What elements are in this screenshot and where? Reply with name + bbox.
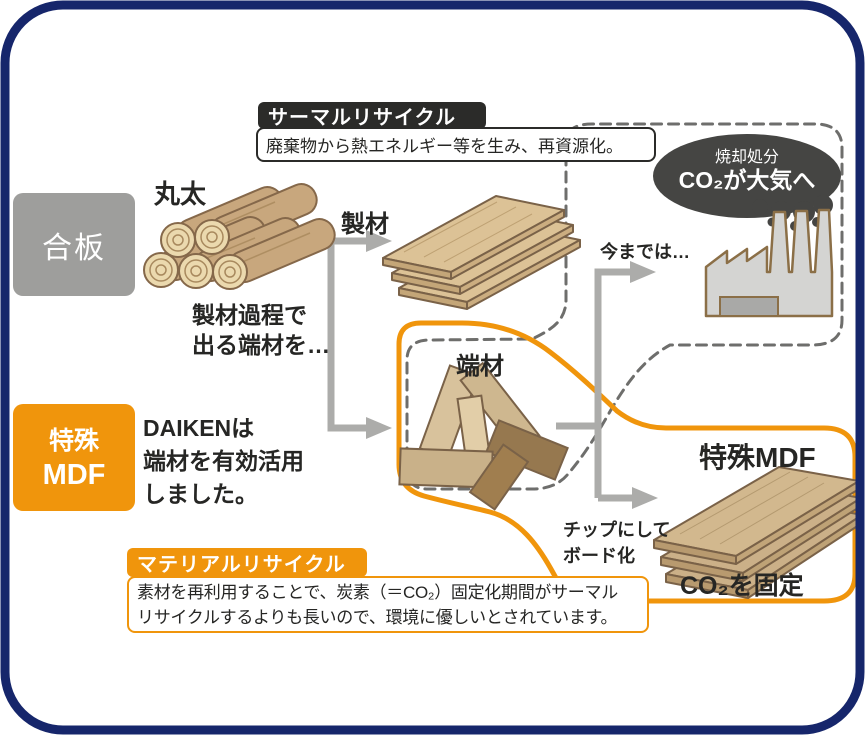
material-recycle-description: 素材を再利用することで、炭素（＝CO₂）固定化期間がサーマル リサイクルするより…: [127, 576, 649, 633]
chip-note-line1: チップにして: [563, 520, 671, 540]
thermal-recycle-title: サーマルリサイクル: [258, 102, 486, 129]
logs-illustration: [143, 183, 336, 290]
arrow-to-offcut: [366, 417, 392, 439]
daiken-note-line2: 端材を有効活用: [143, 448, 304, 474]
factory-door: [719, 296, 779, 317]
daiken-note: DAIKENは 端材を有効活用 しました。: [143, 412, 304, 511]
special-mdf-badge: 特殊 MDF: [13, 404, 135, 511]
process-note-line2: 出る端材を…: [192, 332, 330, 358]
until-now-label: 今までは…: [600, 242, 690, 262]
arrow-to-mdf: [632, 487, 658, 509]
material-desc-line2: リサイクルするよりも長いので、環境に優しいとされています。: [137, 607, 618, 627]
thermal-region-dashed-outline: [405, 122, 844, 491]
material-desc-line1: 素材を再利用することで、炭素（＝CO₂）固定化期間がサーマル: [137, 582, 618, 602]
incineration-line1: 焼却処分: [714, 149, 779, 166]
incineration-line2: CO₂が大気へ: [678, 167, 816, 193]
daiken-note-line3: しました。: [143, 481, 258, 507]
chip-note-line2: ボード化: [563, 546, 635, 566]
flow-arrows-right: [556, 261, 658, 509]
plywood-badge: 合板: [13, 193, 135, 296]
arrow-to-incineration: [630, 261, 656, 283]
incineration-cloud-text: 焼却処分 CO₂が大気へ: [652, 148, 842, 193]
thermal-desc-text: 廃棄物から熱エネルギー等を生み、再資源化。: [266, 137, 623, 156]
daiken-note-line1: DAIKENは: [143, 415, 255, 441]
thermal-recycle-description: 廃棄物から熱エネルギー等を生み、再資源化。: [256, 127, 656, 162]
material-recycle-title: マテリアルリサイクル: [127, 548, 367, 577]
log-label: 丸太: [154, 179, 207, 209]
offcuts-illustration: [398, 361, 569, 511]
lumber-illustration: [382, 195, 581, 310]
mdf-badge-line1: 特殊: [48, 426, 99, 455]
mdf-board-illustration: [653, 466, 863, 599]
chip-note: チップにして ボード化: [563, 517, 670, 569]
arrow-to-sawing: [366, 230, 392, 252]
offcut-label: 端材: [456, 353, 504, 380]
sawing-label: 製材: [341, 211, 389, 238]
process-note-line1: 製材過程で: [192, 302, 307, 328]
mdf-product-label: 特殊MDF: [699, 442, 816, 473]
co2-fixed-label: CO₂を固定: [680, 572, 804, 600]
factory-icon: [704, 208, 834, 318]
process-note: 製材過程で 出る端材を…: [192, 300, 330, 360]
mdf-badge-line2: MDF: [42, 458, 106, 491]
